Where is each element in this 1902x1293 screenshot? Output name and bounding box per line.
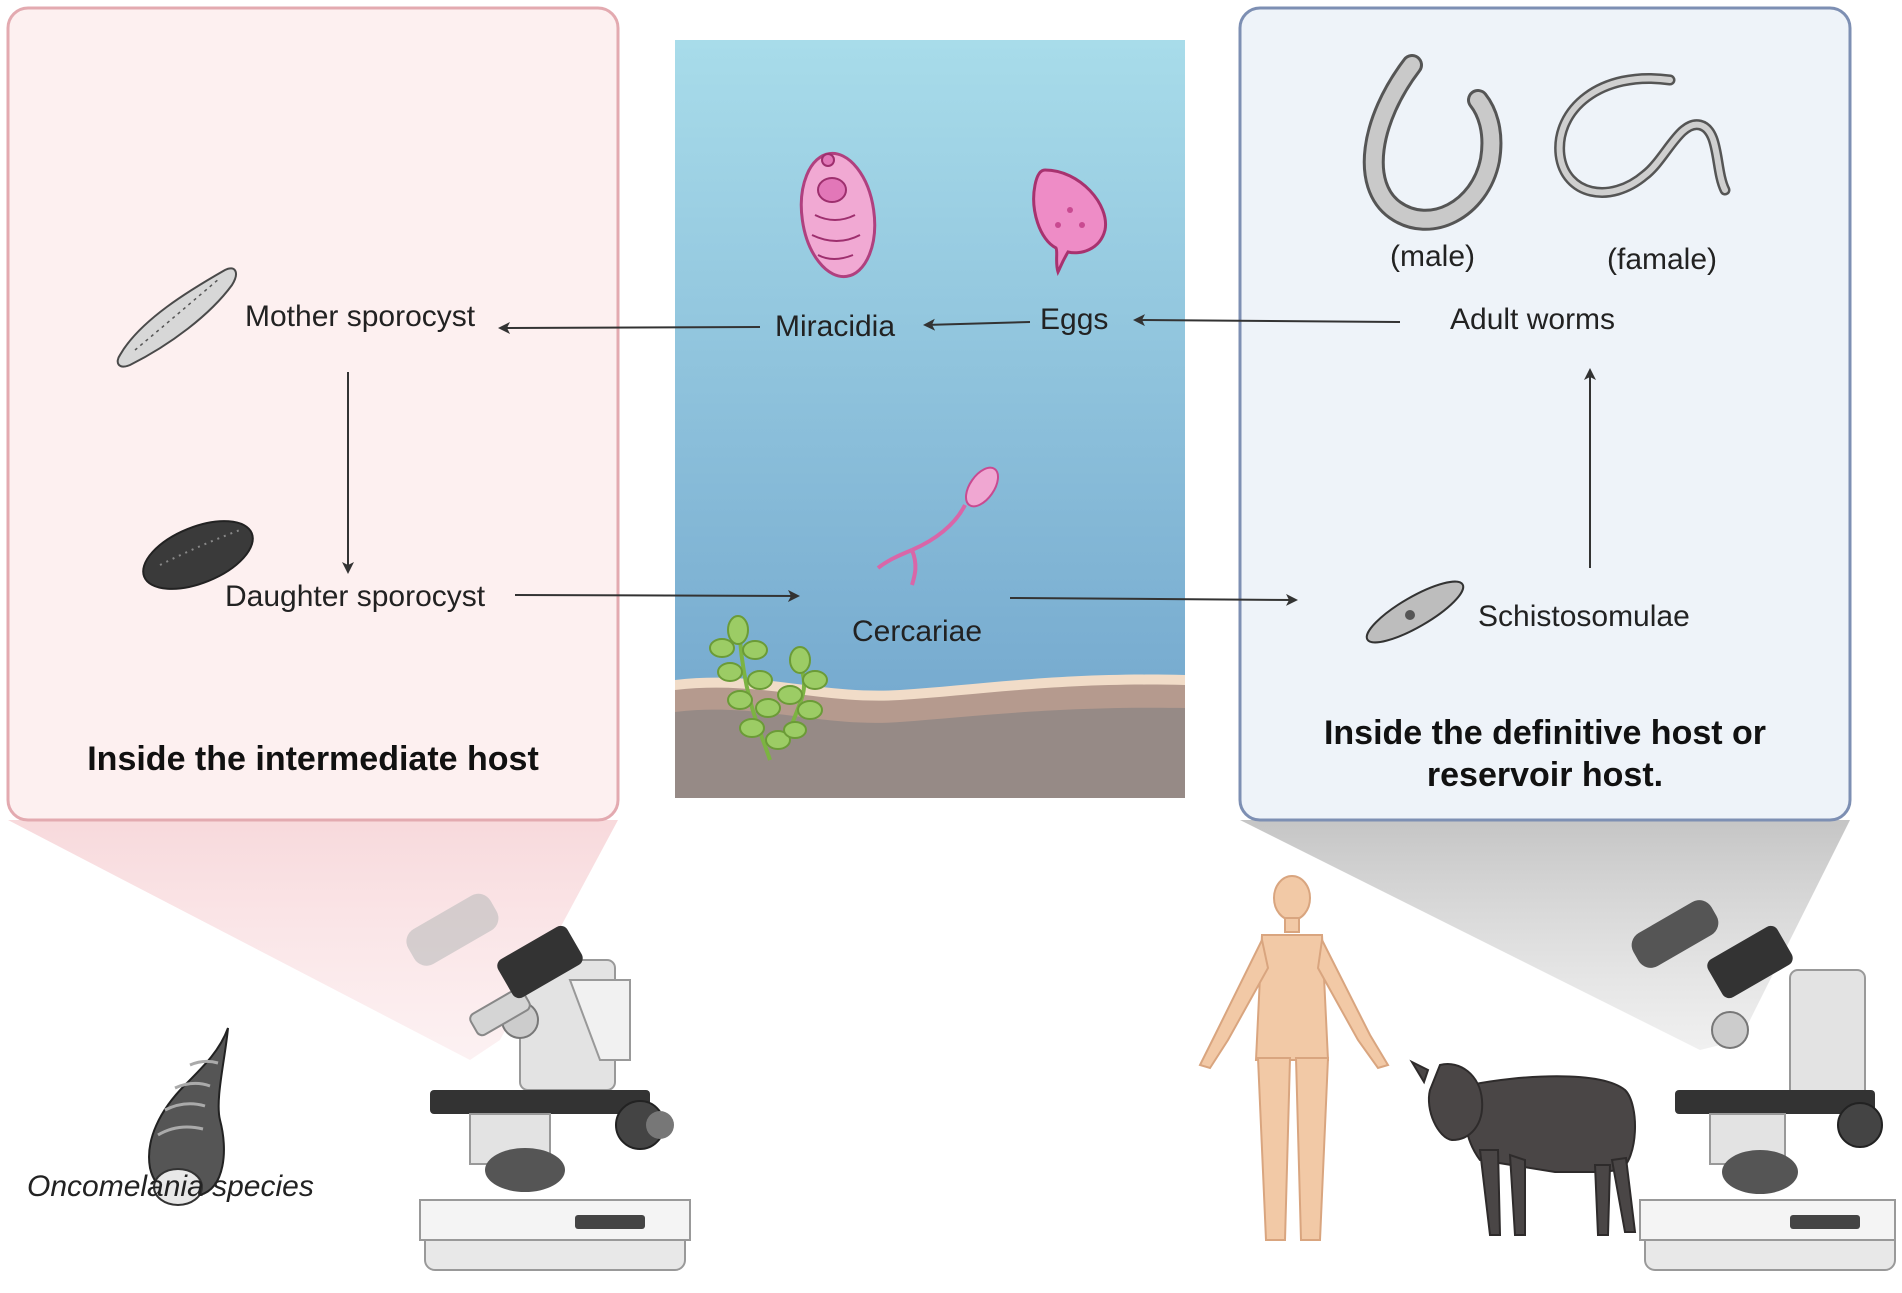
label-oncomelania-species: Oncomelania species bbox=[27, 1170, 314, 1203]
title-definitive-host-line2: reservoir host. bbox=[1426, 756, 1664, 794]
definitive-host-panel bbox=[1238, 6, 1852, 822]
arrow-adult-to-eggs bbox=[1133, 314, 1401, 327]
schistosomulum-icon bbox=[1365, 580, 1465, 644]
microscope-icon bbox=[406, 893, 691, 1271]
human-icon bbox=[1198, 875, 1390, 1241]
calf-icon bbox=[1409, 1059, 1637, 1236]
snail-icon bbox=[148, 1027, 229, 1206]
title-definitive-host-line1: Inside the definitive host or bbox=[1323, 714, 1767, 752]
worm-male-icon bbox=[1362, 54, 1503, 231]
daughter-sporocyst-icon bbox=[142, 520, 254, 590]
label-mother-sporocyst: Mother sporocyst bbox=[245, 300, 476, 333]
label-eggs: Eggs bbox=[1040, 303, 1109, 336]
left-light-beam bbox=[8, 820, 618, 1060]
sporocyst-icon bbox=[116, 267, 237, 368]
worm-female-icon bbox=[1554, 73, 1731, 198]
plant-icon bbox=[709, 615, 828, 761]
label-adult-worms: Adult worms bbox=[1450, 303, 1616, 336]
arrow-miracidia-to-mother bbox=[498, 321, 761, 334]
label-miracidia: Miracidia bbox=[775, 310, 896, 343]
miracidium-icon bbox=[799, 151, 877, 279]
label-cercariae: Cercariae bbox=[852, 615, 983, 648]
egg-icon bbox=[1032, 168, 1108, 277]
label-female: (famale) bbox=[1607, 243, 1718, 276]
label-male: (male) bbox=[1390, 240, 1476, 273]
arrow-cercariae-to-schistosomulae bbox=[1009, 593, 1298, 606]
intermediate-host-panel bbox=[6, 6, 620, 822]
label-daughter-sporocyst: Daughter sporocyst bbox=[225, 580, 486, 613]
cercaria-icon bbox=[876, 466, 999, 586]
arrow-daughter-to-cercariae bbox=[514, 589, 800, 602]
microscope-icon-right bbox=[1631, 900, 1896, 1271]
right-light-beam bbox=[1240, 820, 1850, 1050]
arrow-eggs-to-miracidia bbox=[923, 318, 1031, 331]
label-schistosomulae: Schistosomulae bbox=[1478, 600, 1690, 633]
title-intermediate-host: Inside the intermediate host bbox=[87, 740, 539, 778]
